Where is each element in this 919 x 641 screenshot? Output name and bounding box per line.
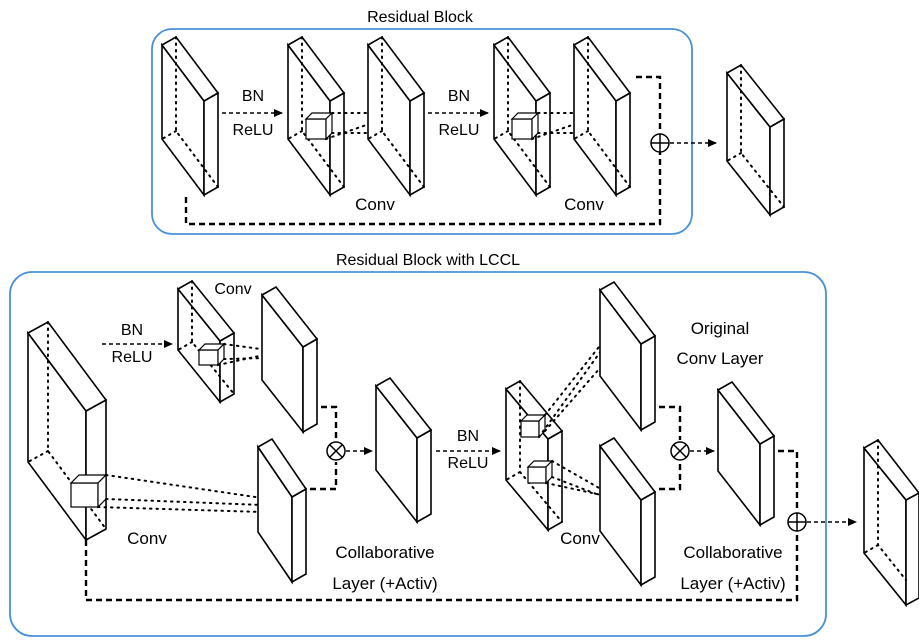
bn-label: BN [121, 322, 143, 339]
collaborative-layer-slab [256, 437, 308, 585]
relu-label: ReLU [448, 455, 489, 472]
kernel-cube [69, 473, 108, 509]
conv-label: Conv [560, 529, 600, 548]
bn-label: BN [242, 88, 264, 105]
feature-map-slab [366, 35, 426, 198]
bn-label: BN [457, 428, 479, 445]
residual-block-frame [151, 28, 693, 235]
feature-map-slab [260, 285, 319, 435]
receptive-field-lines [325, 112, 373, 140]
lccl-block-frame [9, 271, 827, 637]
receptive-field-lines [97, 474, 263, 513]
branch-connector [659, 462, 682, 491]
multiply-operator-icon [670, 441, 690, 461]
receptive-field-lines [531, 112, 579, 140]
relu-label: ReLU [112, 349, 153, 366]
kernel-cube [197, 342, 226, 367]
receptive-field-lines [217, 343, 269, 366]
kernel-cube [510, 111, 540, 141]
conv-label: Conv [214, 281, 251, 298]
relu-label: ReLU [233, 122, 274, 139]
branch-connector [659, 405, 682, 440]
add-operator-icon [650, 133, 670, 153]
lccl-block-title: Residual Block with LCCL [336, 252, 520, 269]
skip-connection [184, 152, 662, 226]
collaborative-layer-label: Collaborative [335, 543, 434, 562]
feature-map-slab [176, 279, 236, 405]
original-conv-label: Original [691, 319, 750, 338]
skip-connection [778, 449, 799, 511]
feature-map-slab [572, 35, 632, 198]
kernel-cube [519, 413, 547, 439]
conv-label: Conv [564, 195, 604, 214]
kernel-cube [526, 459, 554, 485]
collaborative-layer-label: Collaborative [683, 543, 782, 562]
kernel-cube [304, 111, 334, 141]
original-conv-label: Conv Layer [677, 349, 764, 368]
conv-label: Conv [355, 195, 395, 214]
original-conv-slab [598, 280, 657, 433]
feature-map-slab [160, 35, 220, 198]
skip-connection [84, 532, 799, 602]
skip-connection [636, 75, 662, 133]
feature-map-slab [374, 376, 433, 525]
collaborative-layer-label: Layer (+Activ) [332, 574, 437, 593]
residual-block-title: Residual Block [367, 9, 474, 26]
add-operator-icon [787, 512, 807, 532]
bn-label: BN [448, 88, 470, 105]
conv-label: Conv [127, 529, 167, 548]
branch-connector [321, 405, 338, 440]
branch-connector [310, 462, 338, 491]
feature-map-slab [862, 438, 919, 608]
relu-label: ReLU [439, 122, 480, 139]
multiply-operator-icon [326, 441, 346, 461]
feature-map-slab [725, 63, 786, 218]
feature-map-slab [716, 380, 776, 528]
receptive-field-lines [538, 337, 615, 438]
collaborative-layer-label: Layer (+Activ) [680, 574, 785, 593]
collaborative-layer-slab [598, 436, 657, 588]
